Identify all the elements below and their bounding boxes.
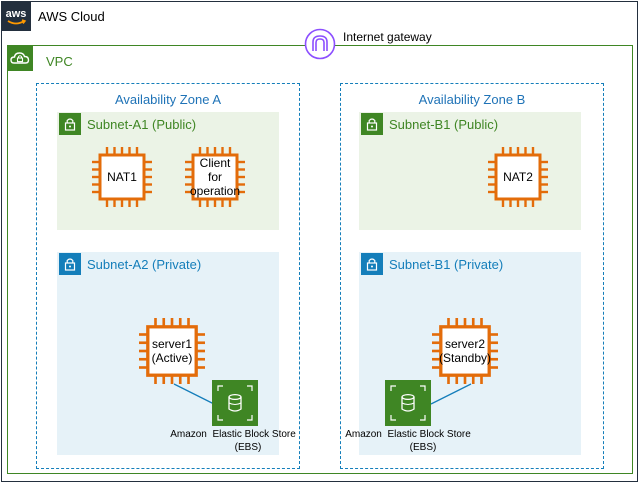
nat2-label: NAT2 xyxy=(503,170,533,184)
server1-ec2-chip-icon xyxy=(139,318,205,384)
subnet-lock-icon xyxy=(59,113,81,135)
ebs-icon xyxy=(385,380,431,426)
availability-zone-b-label: Availability Zone B xyxy=(418,92,526,107)
subnet-lock-icon xyxy=(361,253,383,275)
client-label-line1: Client xyxy=(199,156,231,170)
availability-zone-a xyxy=(36,83,300,469)
subnet-b1-private-label: Subnet-B1 (Private) xyxy=(389,257,504,272)
ebs-b-caption-line1: Amazon Elastic Block Store xyxy=(338,428,478,441)
ebs-b-store-text: Elastic Block Store xyxy=(387,429,471,440)
ebs-a-amazon-text: Amazon xyxy=(170,429,207,440)
server1-label: server1 (Active) xyxy=(139,337,205,365)
availability-zone-a-label: Availability Zone A xyxy=(115,92,221,107)
client-ec2-chip-icon xyxy=(185,147,245,207)
server1-ebs-connector xyxy=(173,383,215,405)
client-label-line3: operation xyxy=(189,184,241,198)
ebs-b-amazon-text: Amazon xyxy=(345,429,382,440)
aws-cloud-label: AWS Cloud xyxy=(38,9,105,24)
server2-label-line1: server2 xyxy=(444,337,485,351)
server1-label-line1: server1 xyxy=(151,337,192,351)
ebs-a-caption-line1: Amazon Elastic Block Store xyxy=(163,428,303,441)
vpc-cloud-icon xyxy=(7,45,33,71)
client-label-line2: for xyxy=(207,170,222,184)
server2-ec2-chip-icon xyxy=(432,318,498,384)
availability-zone-b xyxy=(340,83,604,469)
subnet-lock-icon xyxy=(361,113,383,135)
subnet-b1-public-label: Subnet-B1 (Public) xyxy=(389,117,499,132)
subnet-lock-icon xyxy=(59,253,81,275)
ebs-icon xyxy=(212,380,258,426)
ebs-b-caption-line2: (EBS) xyxy=(409,442,437,453)
server2-label-line2: (Standby) xyxy=(438,351,492,365)
subnet-a2-label: Subnet-A2 (Private) xyxy=(87,257,202,272)
internet-gateway-icon xyxy=(304,28,336,60)
subnet-b1-public xyxy=(359,112,581,230)
aws-logo-icon: aws xyxy=(1,1,31,31)
nat2-ec2-chip-icon xyxy=(488,147,548,207)
server1-label-line2: (Active) xyxy=(151,351,193,365)
ebs-a-store-text: Elastic Block Store xyxy=(212,429,296,440)
ebs-a-caption-line2: (EBS) xyxy=(234,442,262,453)
subnet-a1-public xyxy=(57,112,279,230)
internet-gateway-label: Internet gateway xyxy=(343,30,432,44)
vpc-label: VPC xyxy=(46,54,73,69)
aws-logo-text: aws xyxy=(6,8,27,20)
subnet-a1-label: Subnet-A1 (Public) xyxy=(87,117,197,132)
nat1-ec2-chip-icon xyxy=(92,147,152,207)
nat1-label: NAT1 xyxy=(107,170,137,184)
server2-ebs-connector xyxy=(430,383,472,405)
server2-label: server2 (Standby) xyxy=(432,337,498,365)
ebs-b-caption: Amazon Elastic Block Store (EBS) xyxy=(338,428,478,454)
ebs-a-caption: Amazon Elastic Block Store (EBS) xyxy=(163,428,303,454)
client-label: Client for operation xyxy=(180,156,250,198)
